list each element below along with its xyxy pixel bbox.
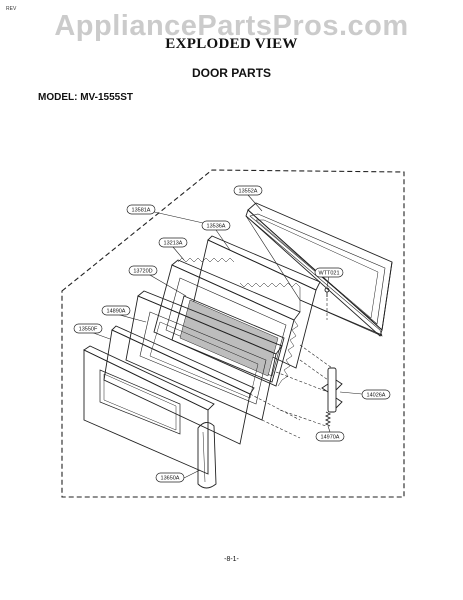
- back-frame-part: [245, 202, 393, 337]
- part-label: 13552A: [233, 185, 263, 196]
- part-label-text: 13213A: [164, 241, 183, 247]
- part-label-text: 14890A: [107, 309, 126, 315]
- part-label-text: 13536A: [207, 224, 226, 230]
- part-label: 13550F: [73, 323, 103, 334]
- screen-part: [171, 295, 285, 383]
- part-label-text: 14026A: [367, 393, 386, 399]
- glass-part: [103, 325, 255, 445]
- section-subtitle: DOOR PARTS: [191, 66, 272, 80]
- assembly-lines: [249, 298, 333, 439]
- part-label-text: 13581A: [132, 208, 151, 214]
- part-label: 13581A: [126, 204, 156, 215]
- page-title: EXPLODED VIEW: [165, 36, 298, 52]
- latch-part: [321, 367, 343, 413]
- part-label-text: 13650A: [161, 476, 180, 482]
- revision-mark: REV: [6, 6, 17, 12]
- model-number: MODEL: MV-1555ST: [38, 92, 134, 103]
- part-label: WTT021: [314, 267, 344, 278]
- part-label: 13536A: [201, 220, 231, 231]
- part-label: 14026A: [361, 389, 391, 400]
- part-label: 13213A: [158, 237, 188, 248]
- watermark: AppliancePartsPros.com: [54, 10, 409, 42]
- door-handle-part: [197, 422, 217, 489]
- part-label-text: 13550F: [79, 327, 98, 333]
- screw-part: [324, 287, 330, 297]
- part-label: 14890A: [101, 305, 131, 316]
- page-number: -8-1-: [224, 556, 239, 563]
- spring-part: [324, 411, 332, 427]
- panel-part: [189, 235, 321, 369]
- part-label: 13650A: [155, 472, 185, 483]
- part-label-text: 13552A: [239, 189, 258, 195]
- part-label-text: WTT021: [318, 271, 339, 277]
- part-label-text: 14970A: [321, 435, 340, 441]
- choke-frame-part: [153, 257, 301, 387]
- dashed-boundary: [61, 169, 405, 498]
- part-label-text: 13720D: [133, 269, 152, 275]
- front-door-part: [83, 345, 215, 475]
- part-label: 14970A: [315, 431, 345, 442]
- part-label: 13720D: [128, 265, 158, 276]
